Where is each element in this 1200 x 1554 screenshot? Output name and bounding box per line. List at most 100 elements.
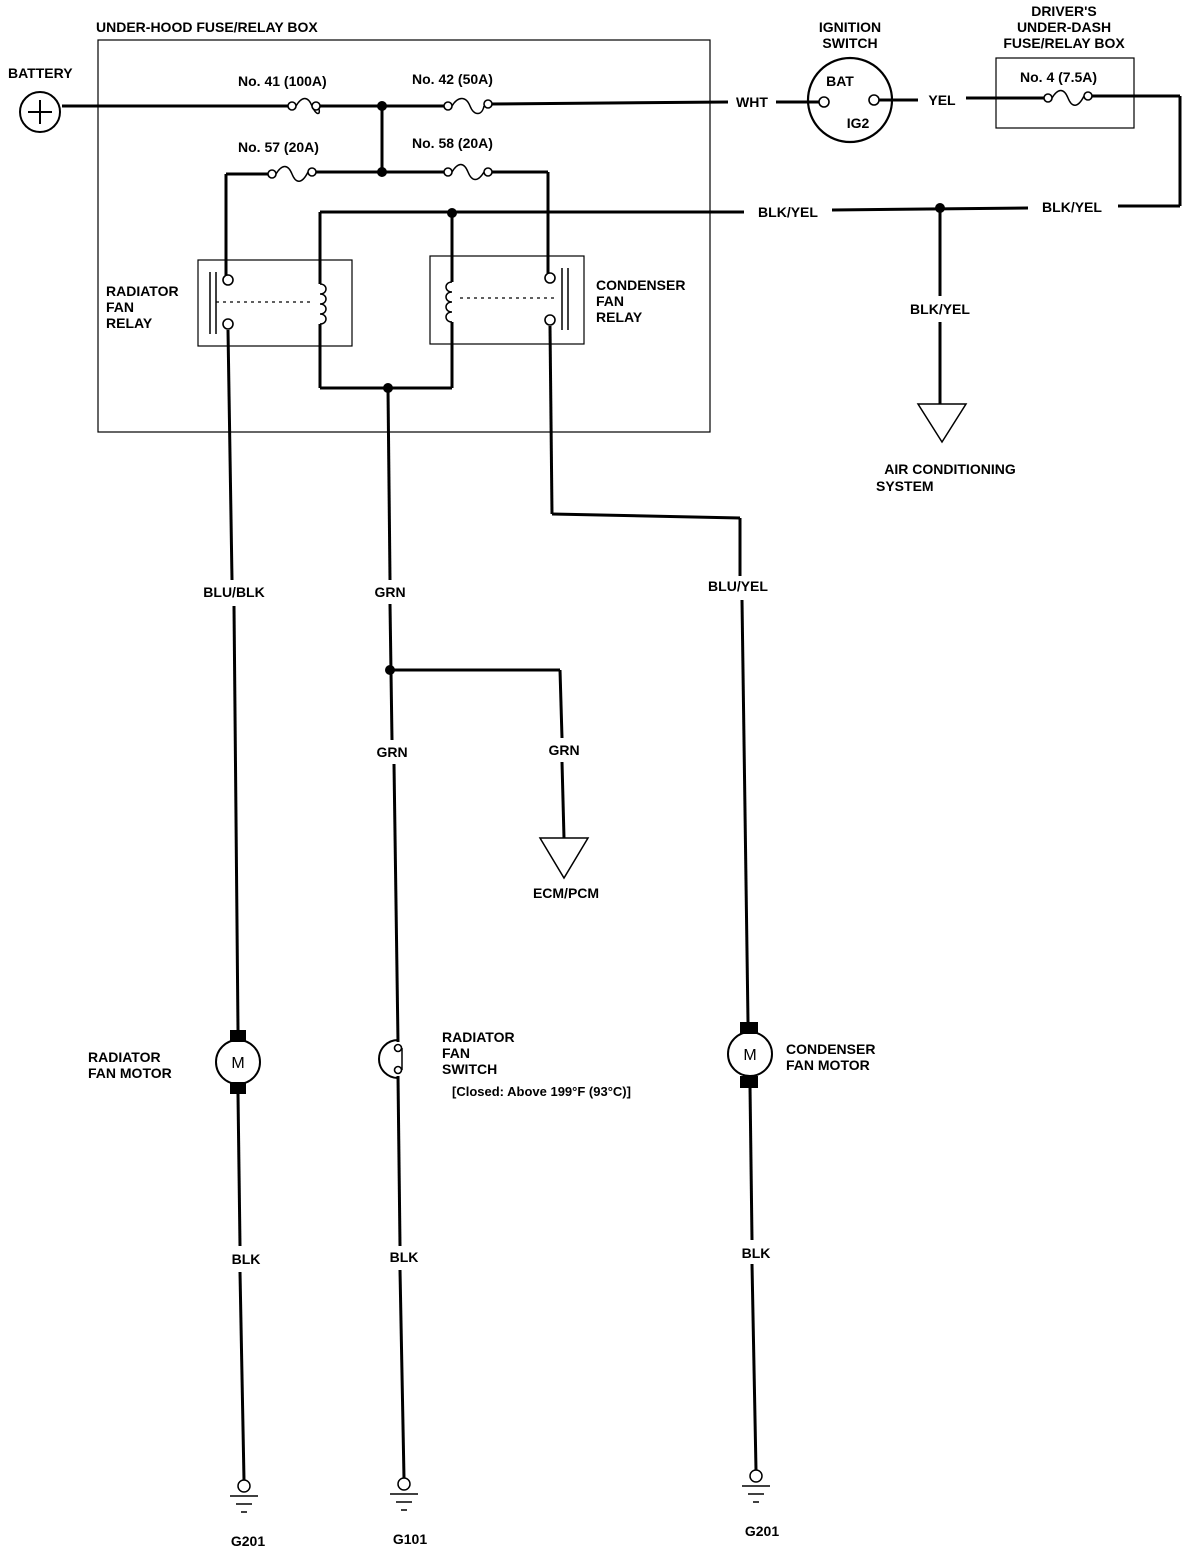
wire-blk-3-lower <box>750 1263 758 1471</box>
under-dash-label-3: FUSE/RELAY BOX <box>1003 35 1125 51</box>
radiator-motor-symbol: M <box>231 1055 244 1072</box>
under-dash-label-1: DRIVER'S <box>1031 3 1097 19</box>
wire-blk-label-1: BLK <box>232 1251 261 1267</box>
ground-g201-left-icon <box>230 1479 258 1513</box>
ground-label-g201-left: G201 <box>231 1533 265 1549</box>
rad-relay-terminal-top <box>222 274 234 286</box>
condenser-relay-label-1: CONDENSER <box>596 277 685 293</box>
fuse-41-label: No. 41 (100A) <box>238 73 327 89</box>
fan-switch-label-2: FAN <box>442 1045 470 1061</box>
battery-label: BATTERY <box>8 65 73 81</box>
wire-grn-label-2: GRN <box>376 744 407 760</box>
condenser-motor-symbol: M <box>743 1047 756 1064</box>
wire-grn-label-1: GRN <box>374 584 405 600</box>
fuse-4-label: No. 4 (7.5A) <box>1020 69 1097 85</box>
under-dash-label-2: UNDER-DASH <box>1017 19 1111 35</box>
cond-relay-terminal-top <box>544 272 556 284</box>
ac-system-label-1: AIR CONDITIONING <box>884 461 1016 477</box>
wire-blk-yel-label-2: BLK/YEL <box>1042 199 1102 215</box>
condenser-motor-label-2: FAN MOTOR <box>786 1057 870 1073</box>
battery-icon <box>19 91 61 133</box>
wire-blk-label-2: BLK <box>390 1249 419 1265</box>
cond-relay-terminal-bottom <box>544 314 556 326</box>
wire-blk-3-upper <box>748 1085 754 1241</box>
wire-blu-blk-lower <box>232 605 240 1031</box>
ignition-switch-body <box>806 56 894 144</box>
cond-relay-coil <box>445 281 453 323</box>
ignition-ig2-terminal <box>868 94 880 106</box>
rad-relay-coil <box>319 283 327 325</box>
wire-blu-yel-label: BLU/YEL <box>708 578 768 594</box>
junction-dot-ac <box>935 203 945 213</box>
wire-yel-label: YEL <box>928 92 956 108</box>
fuse-4-icon <box>1043 89 1093 106</box>
wire-blu-blk-upper <box>226 329 234 581</box>
condenser-relay-label-2: FAN <box>596 293 624 309</box>
junction-dot-top <box>377 101 387 111</box>
condenser-fan-relay-box <box>429 255 585 345</box>
wire-blk-2-lower <box>398 1269 406 1479</box>
ac-system-label-2: SYSTEM <box>876 478 934 494</box>
ground-label-g101: G101 <box>393 1531 427 1547</box>
fuse-41-icon <box>287 97 321 115</box>
ground-g101-icon <box>390 1477 418 1511</box>
wire-blk-1-upper <box>236 1093 242 1247</box>
fuse-58-icon <box>443 163 493 181</box>
ecm-pcm-label: ECM/PCM <box>533 885 599 901</box>
fan-switch-note: [Closed: Above 199°F (93°C)] <box>452 1084 631 1099</box>
wire-grn-upper <box>386 387 392 581</box>
wire-fuse42-wht <box>489 100 729 106</box>
rad-relay-terminal-bottom <box>222 318 234 330</box>
fuse-42-icon <box>443 97 493 115</box>
wire-blk-2-upper <box>396 1075 402 1247</box>
wire-grn-label-3: GRN <box>548 742 579 758</box>
ignition-switch-label-2: SWITCH <box>822 35 877 51</box>
wire-blu-blk-label: BLU/BLK <box>203 584 264 600</box>
fuse-57-label: No. 57 (20A) <box>238 139 319 155</box>
fuse-57-icon <box>267 165 317 182</box>
fuse-58-label: No. 58 (20A) <box>412 135 493 151</box>
wire-blk-yel-label-1: BLK/YEL <box>758 204 818 220</box>
ac-system-connector-icon <box>916 403 968 444</box>
ecm-pcm-connector-icon <box>538 837 590 880</box>
wire-grn-lower <box>392 763 400 1043</box>
condenser-motor-label-1: CONDENSER <box>786 1041 875 1057</box>
ground-g201-right-icon <box>742 1469 770 1503</box>
under-hood-fuse-relay-box-outline <box>97 39 711 433</box>
junction-dot-fuse-row <box>377 167 387 177</box>
fan-switch-label-1: RADIATOR <box>442 1029 515 1045</box>
wire-blk-yel-mid <box>831 206 1029 212</box>
wire-grn-ecm-2 <box>560 761 566 839</box>
radiator-motor-label-2: FAN MOTOR <box>88 1065 172 1081</box>
wire-cond-out-across <box>551 512 741 520</box>
wire-blk-1-lower <box>238 1271 246 1481</box>
junction-dot-cond-coil <box>447 208 457 218</box>
condenser-fan-motor-icon <box>727 1022 773 1088</box>
wire-grn-ecm-1 <box>558 669 564 739</box>
ignition-bat-terminal <box>818 96 830 108</box>
junction-dot-grn-branch <box>385 665 395 675</box>
wire-blk-label-3: BLK <box>742 1245 771 1261</box>
under-dash-fuse-relay-box-outline <box>995 57 1135 129</box>
wire-wht-label: WHT <box>736 94 768 110</box>
ignition-switch-label-1: IGNITION <box>819 19 881 35</box>
condenser-relay-label-3: RELAY <box>596 309 643 325</box>
radiator-fan-relay-box <box>197 259 353 347</box>
wire-blu-yel-lower <box>740 599 750 1023</box>
radiator-relay-label-3: RELAY <box>106 315 153 331</box>
fan-switch-label-3: SWITCH <box>442 1061 497 1077</box>
ground-label-g201-right: G201 <box>745 1523 779 1539</box>
radiator-relay-label-2: FAN <box>106 299 134 315</box>
wire-cond-out-down <box>548 325 554 515</box>
radiator-fan-switch-icon <box>378 1039 403 1079</box>
radiator-fan-motor-icon <box>215 1030 261 1094</box>
radiator-relay-label-1: RADIATOR <box>106 283 179 299</box>
ignition-ig2-label: IG2 <box>847 115 870 131</box>
fuse-42-label: No. 42 (50A) <box>412 71 493 87</box>
wire-blk-yel-label-3: BLK/YEL <box>910 301 970 317</box>
radiator-motor-label-1: RADIATOR <box>88 1049 161 1065</box>
junction-dot-coil-join <box>383 383 393 393</box>
ignition-bat-label: BAT <box>826 73 854 89</box>
under-hood-box-label: UNDER-HOOD FUSE/RELAY BOX <box>96 19 318 35</box>
